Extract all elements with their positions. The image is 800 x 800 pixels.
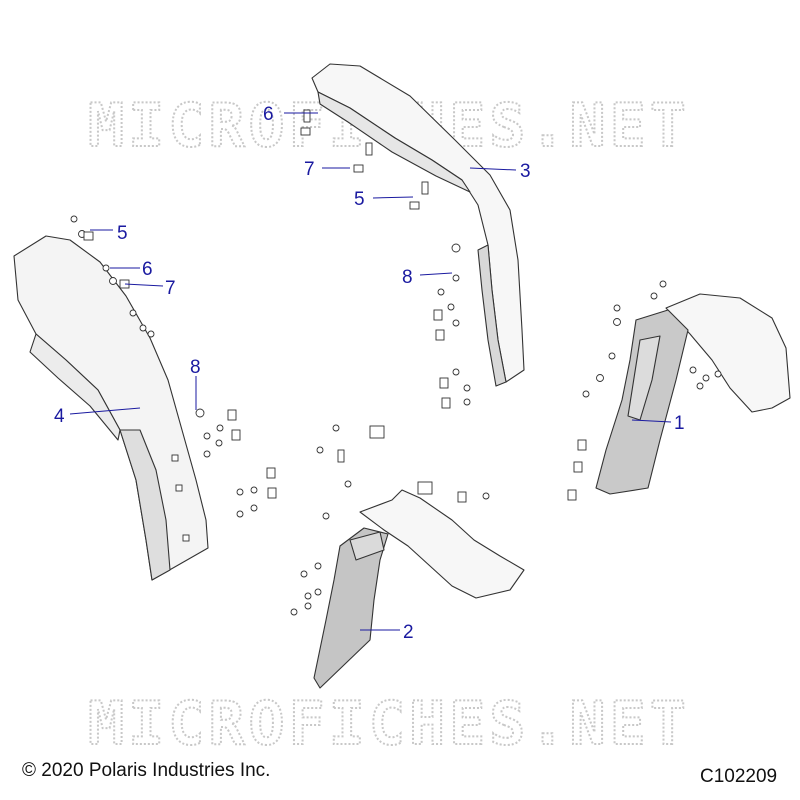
callout-6-left: 6 — [142, 259, 153, 280]
callout-7-left: 7 — [165, 278, 176, 299]
part-4-fender-left — [13, 235, 209, 581]
leader-lines — [69, 112, 672, 631]
copyright-notice: © 2020 Polaris Industries Inc. — [22, 760, 271, 781]
callout-5-top: 5 — [354, 189, 365, 210]
callout-5-left: 5 — [117, 223, 128, 244]
part-1-fender-right — [595, 293, 791, 495]
callout-8-top: 8 — [402, 267, 413, 288]
part-3-fender-top — [311, 63, 525, 387]
callout-6-top: 6 — [263, 104, 274, 125]
figure-code: C102209 — [700, 766, 778, 787]
callout-4: 4 — [54, 406, 65, 427]
callout-1: 1 — [674, 413, 685, 434]
part-2-fender-bottom — [313, 489, 525, 689]
callout-3: 3 — [520, 161, 531, 182]
hardware-fasteners — [70, 109, 722, 616]
callout-7-top: 7 — [304, 159, 315, 180]
callout-8-left: 8 — [190, 357, 201, 378]
watermark-bottom: MICROFICHES.NET — [88, 689, 690, 759]
callout-2: 2 — [403, 622, 414, 643]
